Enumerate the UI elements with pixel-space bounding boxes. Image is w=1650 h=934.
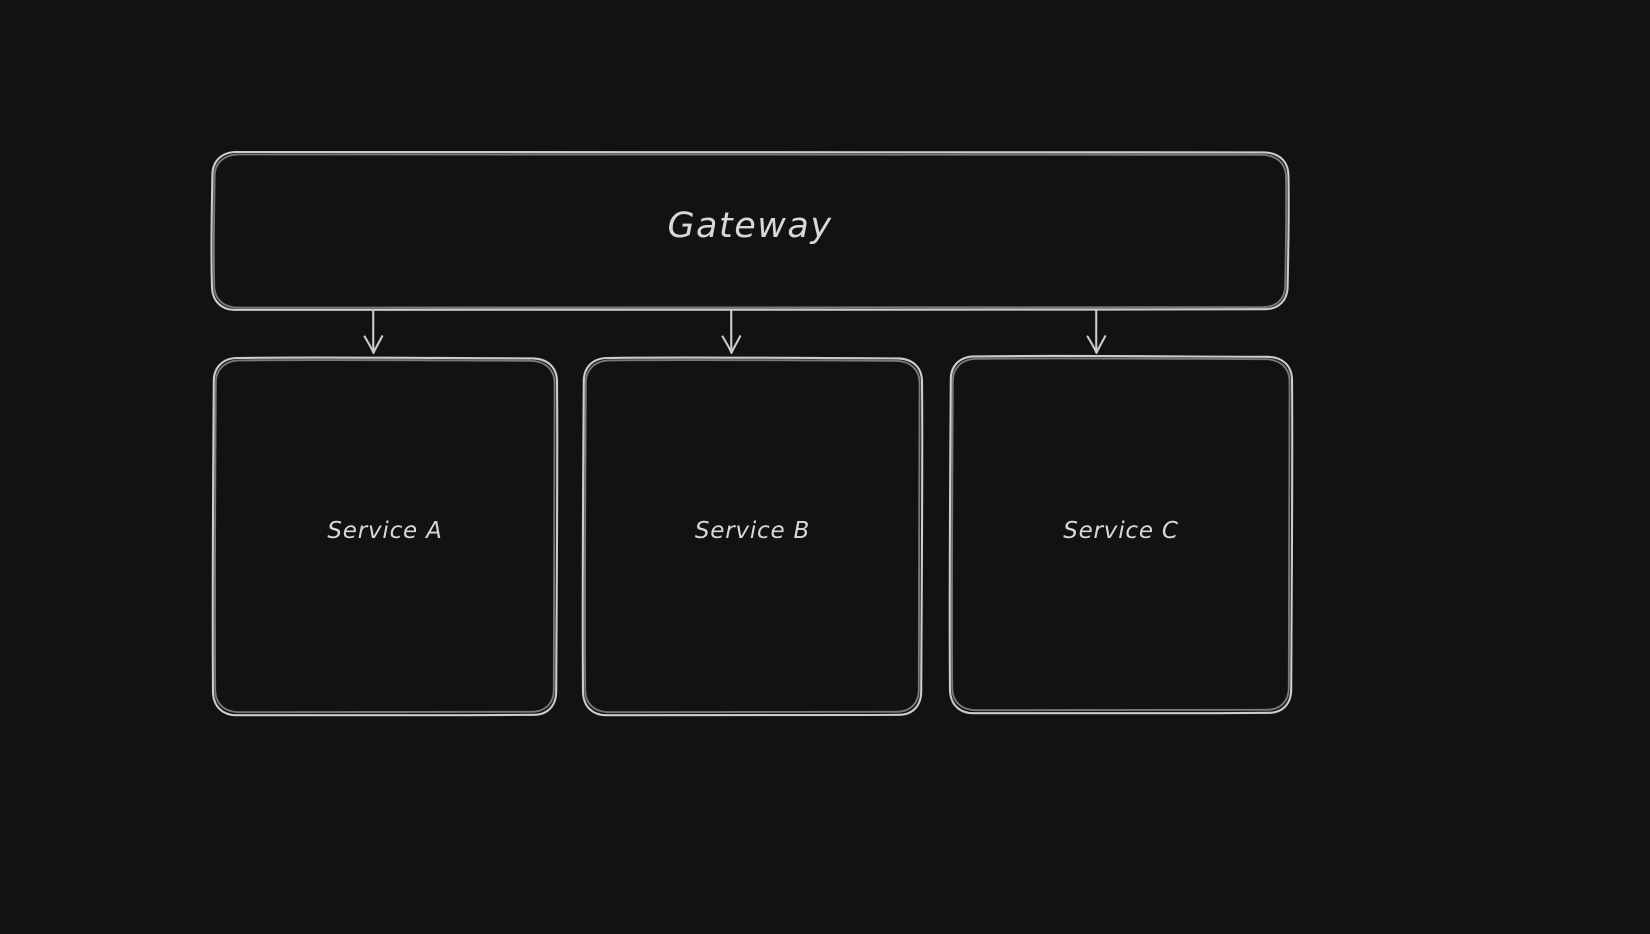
arrow-gateway-to-service-a [363, 308, 384, 354]
service-a-box-outline [211, 356, 559, 717]
service-c-node[interactable] [950, 355, 1292, 714]
service-b-node[interactable] [583, 357, 922, 716]
service-c-box-outline [948, 354, 1294, 715]
gateway-box-outline [210, 150, 1290, 311]
service-b-label: Service B [694, 518, 811, 544]
arrow-gateway-to-service-b [721, 308, 742, 354]
service-a-label: Service A [327, 518, 443, 544]
service-b-box-outline [581, 356, 924, 717]
arrow-gateway-to-service-c [1086, 308, 1107, 354]
gateway-node[interactable] [211, 151, 1289, 310]
service-a-node[interactable] [213, 357, 557, 716]
gateway-label: Gateway [667, 206, 833, 246]
service-c-label: Service C [1063, 518, 1179, 544]
